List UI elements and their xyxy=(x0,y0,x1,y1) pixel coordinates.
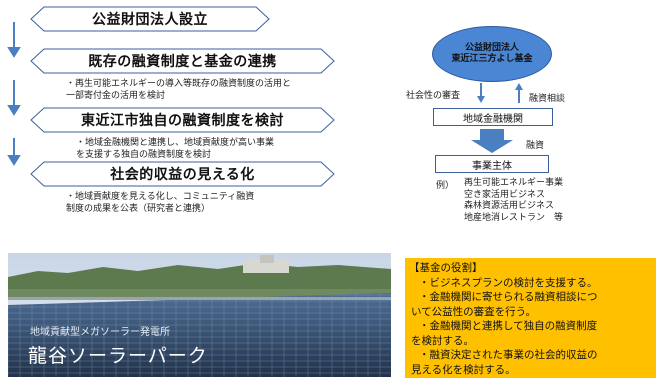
role-line: を検討する。 xyxy=(411,334,474,347)
step-1-banner: 公益財団法人設立 xyxy=(30,6,270,32)
step-4-note: ・地域貢献度を見える化し、コミュニティ融資 制度の成果を公表（研究者と連携） xyxy=(66,192,255,214)
loan-arrow-icon xyxy=(471,129,513,153)
hexagon-shape xyxy=(30,48,335,74)
example-item: 森林資源活用ビジネス xyxy=(464,201,555,211)
step-1-label: 公益財団法人設立 xyxy=(92,12,208,28)
role-panel: 【基金の役割】 ・ビジネスプランの検討を支援する。 ・金融機関に寄せられる融資相… xyxy=(405,258,656,378)
step-2-label: 既存の融資制度と基金の連携 xyxy=(88,54,277,70)
example-item: 地産地消レストラン 等 xyxy=(464,212,564,223)
step-2-note: ・再生可能エネルギーの導入等既存の融資制度の活用と 一部寄付金の活用を検討 xyxy=(66,79,292,101)
example-item: 空き家活用ビジネス xyxy=(464,189,546,200)
hexagon-shape xyxy=(30,6,270,32)
hexagon-shape xyxy=(30,107,335,133)
step-4-label: 社会的収益の見える化 xyxy=(110,167,255,183)
photo-caption-large: 龍谷ソーラーパーク xyxy=(28,345,208,367)
foundation-oval: 公益財団法人 東近江三方よし基金 xyxy=(432,26,552,82)
examples-list: 再生可能エネルギー事業 空き家活用ビジネス 森林資源活用ビジネス 地産地消レスト… xyxy=(464,178,563,224)
consult-label: 融資相談 xyxy=(529,94,566,104)
role-line: ・融資決定された事業の社会的収益の xyxy=(419,349,598,361)
solar-park-photo: 地域貢献型メガソーラー発電所 龍谷ソーラーパーク xyxy=(8,253,391,377)
examples-prefix: 例） xyxy=(436,181,455,191)
role-line: いて公益性の審査を行う。 xyxy=(411,305,537,318)
foundation-name-line1: 公益財団法人 xyxy=(464,43,519,53)
example-item: 再生可能エネルギー事業 xyxy=(464,178,564,188)
role-line: ・金融機関と連携して独自の融資制度 xyxy=(419,320,598,332)
solar-park-image xyxy=(8,253,391,377)
bank-label: 地域金融機関 xyxy=(463,113,523,125)
photo-caption-small: 地域貢献型メガソーラー発電所 xyxy=(30,327,170,338)
role-line: ・ビジネスプランの検討を支援する。 xyxy=(419,276,598,289)
review-label: 社会性の審査 xyxy=(406,91,461,101)
up-arrow-icon xyxy=(515,83,523,103)
role-line: ・金融機関に寄せられる融資相談につ xyxy=(419,291,598,303)
step-4-banner: 社会的収益の見える化 xyxy=(30,161,335,187)
hexagon-shape xyxy=(30,161,335,187)
loan-label: 融資 xyxy=(526,141,545,151)
step-3-banner: 東近江市独自の融資制度を検討 xyxy=(30,107,335,133)
business-box: 事業主体 xyxy=(435,155,549,173)
business-label: 事業主体 xyxy=(472,160,512,172)
flow-arrows xyxy=(7,22,21,166)
step-2-banner: 既存の融資制度と基金の連携 xyxy=(30,48,335,74)
role-title: 【基金の役割】 xyxy=(409,262,483,274)
role-line: 見える化を検討する。 xyxy=(411,363,516,376)
step-3-note: ・地域金融機関と連携し、地域貢献度が高い事業 を支援する独自の融資制度を検討 xyxy=(76,138,275,160)
bank-box: 地域金融機関 xyxy=(433,108,553,126)
down-arrow-icon xyxy=(477,83,485,103)
foundation-name-line2: 東近江三方よし基金 xyxy=(451,54,533,64)
step-3-label: 東近江市独自の融資制度を検討 xyxy=(81,113,284,129)
